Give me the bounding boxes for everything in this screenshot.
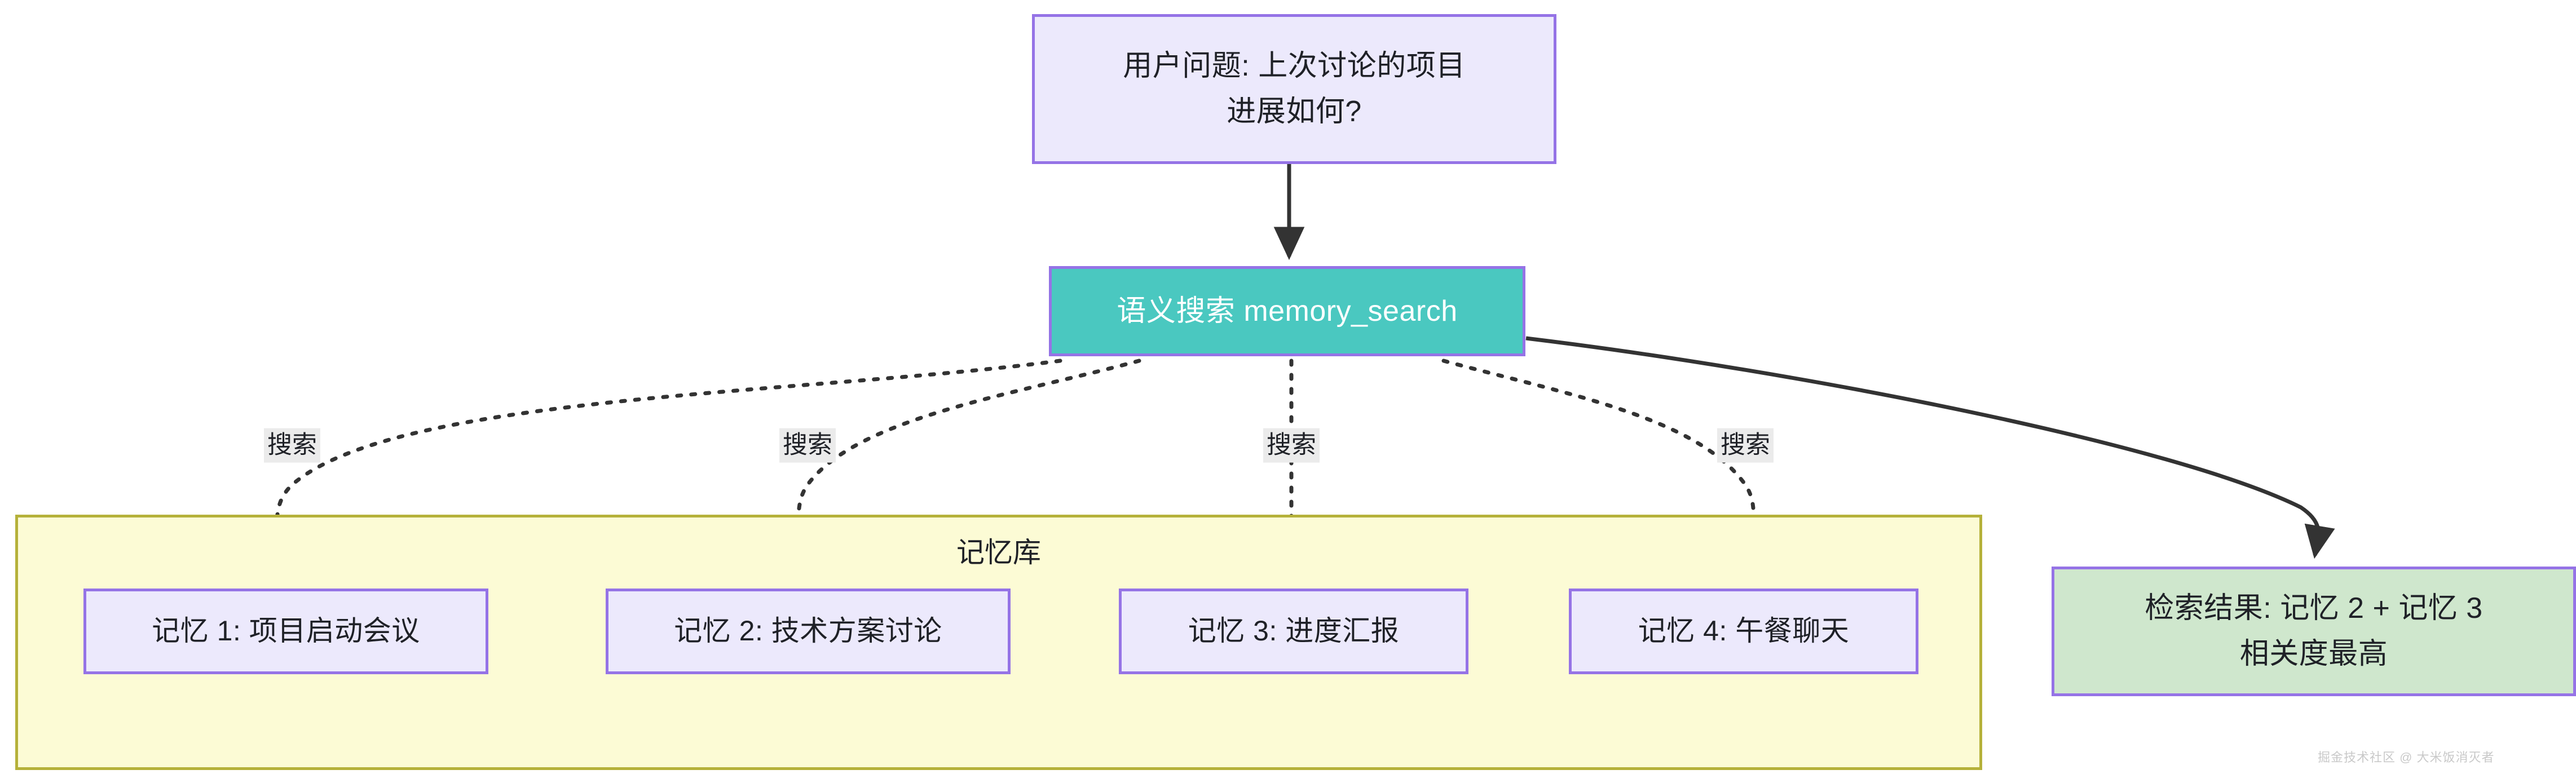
node-memory-2-label: 记忆 2: 技术方案讨论 <box>674 615 942 647</box>
edge-label-search-3: 搜索 <box>1263 428 1320 463</box>
node-user-question-line2: 进展如何? <box>1227 95 1362 128</box>
node-user-question-text: 用户问题: 上次讨论的项目 进展如何? <box>1123 43 1465 134</box>
node-retrieval-result-text: 检索结果: 记忆 2 + 记忆 3 相关度最高 <box>2145 586 2482 676</box>
memory-store-title: 记忆库 <box>956 537 1041 568</box>
node-semantic-search[interactable]: 语义搜索 memory_search <box>1049 266 1525 356</box>
node-retrieval-result[interactable]: 检索结果: 记忆 2 + 记忆 3 相关度最高 <box>2052 567 2576 696</box>
edge-label-search-1: 搜索 <box>264 428 320 463</box>
node-retrieval-result-line1: 检索结果: 记忆 2 + 记忆 3 <box>2145 592 2483 625</box>
node-memory-4-label: 记忆 4: 午餐聊天 <box>1638 615 1850 647</box>
watermark-text: 掘金技术社区 @ 大米饭消灭者 <box>2318 750 2495 764</box>
node-user-question[interactable]: 用户问题: 上次讨论的项目 进展如何? <box>1032 14 1556 164</box>
node-memory-2[interactable]: 记忆 2: 技术方案讨论 <box>606 589 1011 674</box>
node-memory-4[interactable]: 记忆 4: 午餐聊天 <box>1569 589 1918 674</box>
node-semantic-search-label: 语义搜索 memory_search <box>1117 294 1458 328</box>
node-memory-3-label: 记忆 3: 进度汇报 <box>1188 615 1400 647</box>
edge-label-search-2: 搜索 <box>779 428 836 463</box>
node-retrieval-result-line2: 相关度最高 <box>2239 638 2388 670</box>
edge-label-search-4: 搜索 <box>1717 428 1774 463</box>
node-memory-1-label: 记忆 1: 项目启动会议 <box>152 615 420 647</box>
node-memory-1[interactable]: 记忆 1: 项目启动会议 <box>83 589 488 674</box>
node-memory-3[interactable]: 记忆 3: 进度汇报 <box>1119 589 1468 674</box>
node-user-question-line1: 用户问题: 上次讨论的项目 <box>1123 50 1466 83</box>
